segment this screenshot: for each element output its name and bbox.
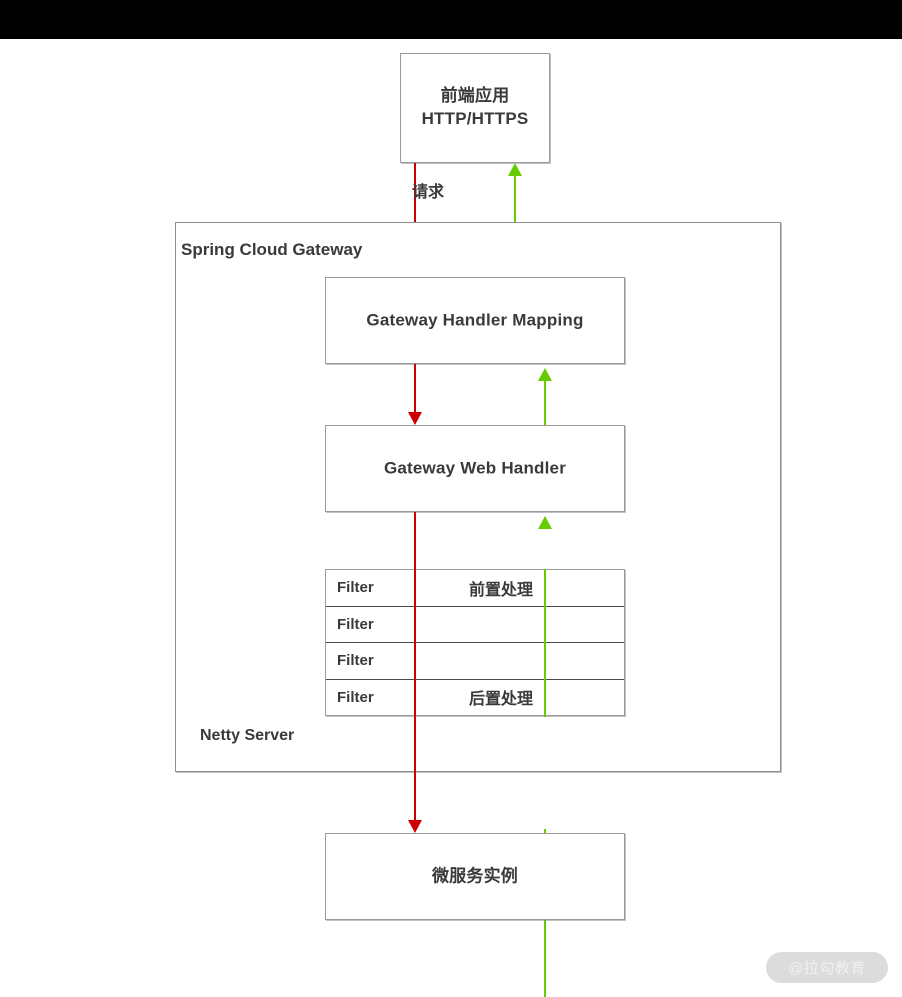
client-app-box: 前端应用 HTTP/HTTPS (400, 53, 550, 163)
filter-name: Filter (337, 579, 374, 597)
filter-name: Filter (337, 615, 374, 633)
gateway-web-handler-label: Gateway Web Handler (383, 458, 567, 478)
gateway-web-handler-box: Gateway Web Handler (325, 425, 625, 512)
microservice-instance-label: 微服务实例 (432, 866, 518, 886)
gateway-handler-mapping-box: Gateway Handler Mapping (325, 277, 625, 364)
gateway-handler-mapping-label: Gateway Handler Mapping (366, 310, 584, 330)
filter-chain-table: Filter 前置处理 Filter Filter Filter 后置处理 (325, 569, 625, 716)
filter-name: Filter (337, 652, 374, 670)
request-label: 请求 (412, 184, 445, 201)
spring-cloud-gateway-title: Spring Cloud Gateway (181, 240, 363, 259)
filter-row: Filter (326, 643, 624, 680)
watermark: @拉勾教育 (766, 952, 888, 983)
netty-server-label: Netty Server (200, 727, 295, 744)
filter-row: Filter 后置处理 (326, 680, 624, 716)
filter-row: Filter 前置处理 (326, 570, 624, 607)
filter-row: Filter (326, 607, 624, 643)
response-line-webhandler-to-mapping (544, 381, 546, 425)
response-line-over-filters (544, 569, 546, 717)
request-arrowhead-service (408, 820, 422, 833)
filter-name: Filter (337, 688, 374, 706)
response-arrowhead-mapping (538, 368, 552, 381)
request-line-client-to-mapping (414, 163, 416, 264)
microservice-instance-box: 微服务实例 (325, 833, 625, 920)
client-app-label: 前端应用 HTTP/HTTPS (421, 86, 529, 128)
response-arrowhead-webhandler (538, 516, 552, 529)
filter-note: 前置处理 (468, 581, 533, 599)
request-line-over-filters (414, 569, 416, 717)
top-black-bar (0, 0, 902, 39)
request-arrowhead-webhandler (408, 412, 422, 425)
filter-note: 后置处理 (468, 691, 533, 709)
response-arrowhead-client (508, 163, 522, 176)
request-line-mapping-to-webhandler (414, 364, 416, 412)
